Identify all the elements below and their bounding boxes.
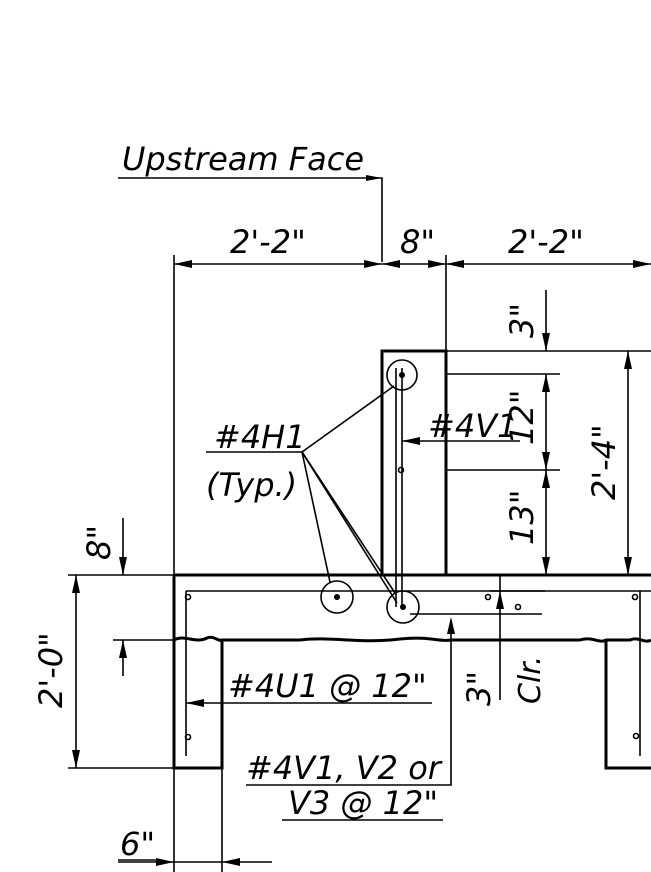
h1-leader-1 — [301, 385, 395, 453]
small-bar-2 — [484, 593, 492, 601]
arrow-b2 — [222, 858, 240, 866]
clr-dim-label: 3" — [460, 671, 498, 706]
h1-leader-4 — [301, 451, 398, 604]
small-bar-5 — [184, 733, 192, 741]
h1-bar-wall-top — [386, 359, 418, 391]
h1-bar-slab-mid — [386, 590, 420, 624]
leaders — [118, 175, 520, 821]
arrow-t4 — [428, 260, 446, 268]
bar-u1-label: #4U1 @ 12" — [228, 667, 427, 705]
bar-v-line2-label: V3 @ 12" — [288, 784, 438, 822]
v-bars-leader — [246, 620, 452, 786]
dim-13-label: 13" — [503, 490, 541, 545]
upstream-face-arrow — [366, 175, 382, 181]
arrow-12b — [542, 452, 550, 470]
h1-bar-wall-top-dot — [399, 372, 405, 378]
break-line-right — [451, 637, 651, 643]
dim-top-cover-label: 3" — [503, 303, 541, 338]
dim-right-label: 2'-2" — [508, 223, 584, 261]
dim-wall-height-label: 2'-4" — [585, 424, 623, 500]
arrow-b1 — [156, 858, 174, 866]
arrow-l8b — [119, 640, 127, 658]
small-bar-wall — [397, 466, 405, 474]
h1-bar-slab-left — [320, 580, 354, 614]
slab-right-leg — [604, 640, 651, 770]
arrow-13b — [542, 557, 550, 575]
bar-h1-label: #4H1 — [214, 418, 306, 456]
concrete-outline — [172, 349, 651, 770]
arrow-t2 — [364, 260, 382, 268]
arrow-h2 — [624, 557, 632, 575]
arrow-d1 — [72, 575, 80, 593]
arrow-t1 — [174, 260, 192, 268]
arrow-l8 — [119, 557, 127, 575]
bar-v1-wall-label: #4V1 — [428, 407, 517, 445]
dim-slab-depth-label: 2'-0" — [32, 632, 70, 708]
small-bar-3 — [514, 603, 522, 611]
small-bar-4 — [631, 593, 639, 601]
arrow-h1 — [624, 351, 632, 369]
arrow-13a — [542, 470, 550, 488]
h1-leader-2 — [301, 451, 331, 583]
typ-label: (Typ.) — [206, 466, 297, 504]
dim-bottom-label: 6" — [120, 825, 155, 863]
arrow-t3 — [382, 260, 400, 268]
clr-label: Clr. — [513, 656, 548, 704]
wall-stem — [380, 349, 448, 575]
dim-wall-label: 8" — [400, 223, 435, 261]
wall-vertical-bar — [395, 368, 403, 607]
h1-bar-slab-left-dot — [334, 594, 340, 600]
small-bar-6 — [632, 732, 640, 740]
u1-arrow — [186, 699, 204, 707]
reinforcement — [184, 359, 651, 756]
upstream-face-label: Upstream Face — [122, 140, 364, 178]
arrow-12a — [542, 374, 550, 392]
h1-bar-slab-mid-dot — [400, 604, 406, 610]
dim-12-label: 12" — [503, 390, 541, 445]
dim-left-label: 2'-2" — [230, 223, 306, 261]
arrow-d2 — [72, 750, 80, 768]
dimensions — [68, 255, 651, 872]
arrow-t6 — [633, 260, 651, 268]
v1-wall-arrow — [402, 437, 420, 445]
break-line-left — [173, 635, 452, 643]
arrow-t5 — [446, 260, 464, 268]
small-bar-1 — [184, 593, 192, 601]
text-labels: Upstream Face 2'-2" 8" 2'-2" 3" 12" 13" … — [32, 140, 623, 863]
v-bars-arrow — [447, 617, 455, 634]
dim-slab-top-label: 8" — [80, 525, 118, 560]
arrow-clr — [496, 591, 504, 609]
slab-left-leg — [172, 575, 224, 770]
bar-v-line1-label: #4V1, V2 or — [246, 749, 443, 787]
arrow-c1 — [542, 333, 550, 351]
